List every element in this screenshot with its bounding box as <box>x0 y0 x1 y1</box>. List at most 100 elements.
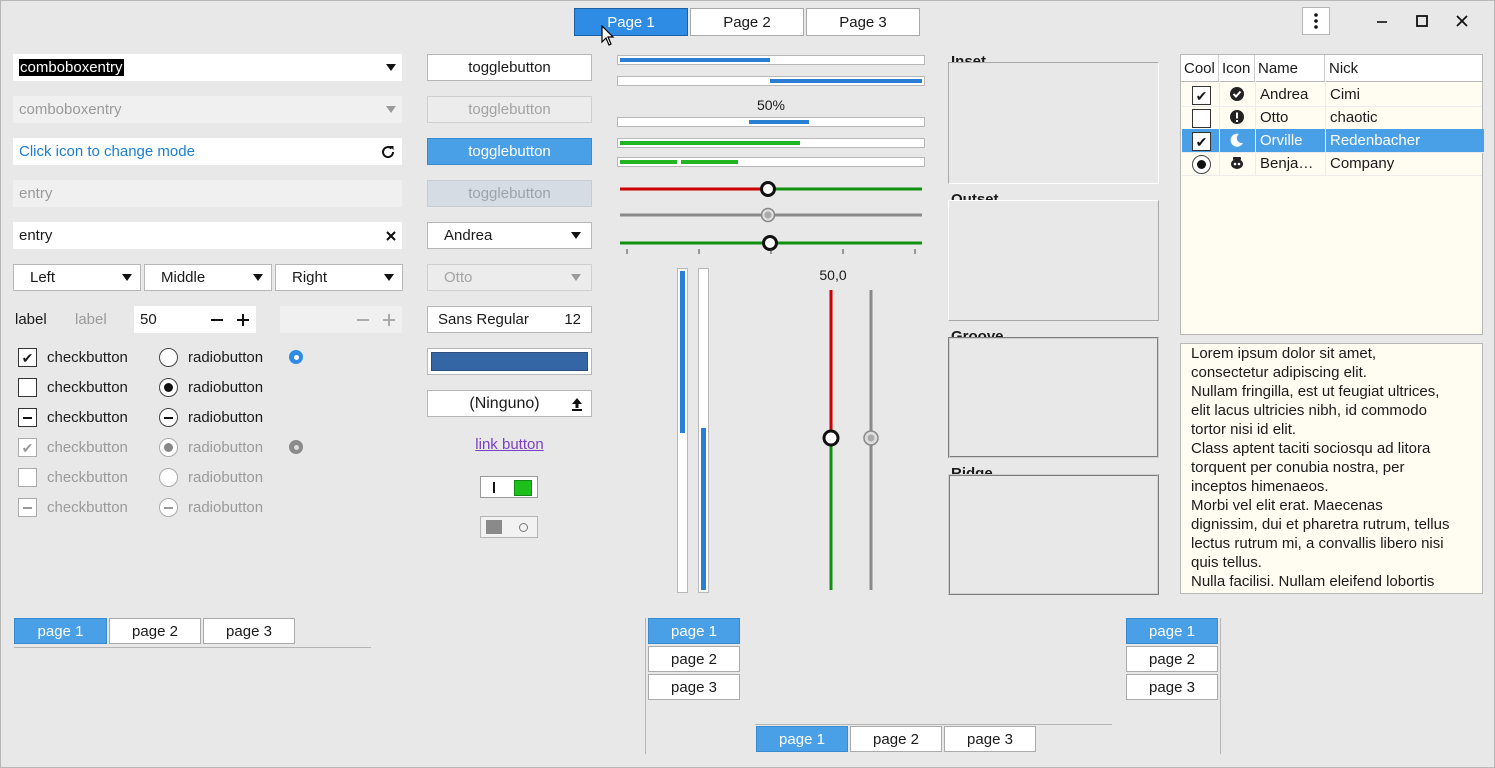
scale-handle-3[interactable] <box>762 235 778 251</box>
color-button[interactable] <box>427 348 592 375</box>
combo-right[interactable]: Right <box>275 264 403 291</box>
radiobutton-unselected[interactable]: radiobutton <box>159 348 263 367</box>
tab-label: Page 1 <box>607 13 655 31</box>
notebook3-tab-page-3[interactable]: page 3 <box>944 726 1036 752</box>
text-line: tortor nisi id elit. <box>1191 421 1297 438</box>
switch-on[interactable] <box>480 476 538 498</box>
column-header-nick[interactable]: Nick <box>1325 55 1482 81</box>
notebook3-tab-page-1[interactable]: page 1 <box>756 726 848 752</box>
text-line: Nullam fringilla, est ut feugiat ultrice… <box>1191 383 1440 400</box>
minimize-icon <box>1377 21 1387 23</box>
tree-row-selected[interactable]: ✔ Orville Redenbacher <box>1182 129 1484 153</box>
text-line: consectetur adipiscing elit. <box>1191 364 1367 381</box>
progress-fill <box>749 120 809 124</box>
togglebutton-label: togglebutton <box>468 59 551 76</box>
text-line: dignissim, dui et pharetra rutrum, tellu… <box>1191 516 1450 533</box>
tab-label: page 1 <box>1149 622 1195 640</box>
entry-with-clear[interactable]: entry <box>13 222 402 249</box>
column-header-name[interactable]: Name <box>1255 55 1325 81</box>
notebook2-tab-page-3[interactable]: page 3 <box>648 674 740 700</box>
notebook1-tab-page-2[interactable]: page 2 <box>109 618 201 644</box>
spin-button[interactable]: 50 <box>134 306 256 333</box>
combo-otto-disabled: Otto <box>427 264 592 291</box>
column-header-icon[interactable]: Icon <box>1219 55 1255 81</box>
exclamation-circle-icon <box>1229 109 1245 125</box>
close-button[interactable] <box>1450 9 1474 33</box>
notebook2-tab-page-1[interactable]: page 1 <box>648 618 740 644</box>
vertical-progress-1 <box>677 268 688 593</box>
switch-off-disabled <box>480 516 538 538</box>
cool-cell[interactable] <box>1192 155 1211 174</box>
tab-label: page 2 <box>873 730 919 748</box>
togglebutton-disabled: togglebutton <box>427 96 592 123</box>
mouse-cursor-icon <box>601 25 615 46</box>
combobox-entry-disabled: comboboxentry <box>13 96 402 123</box>
tab-label: page 3 <box>967 730 1013 748</box>
upload-icon <box>572 397 582 411</box>
radiobutton-label: radiobutton <box>188 409 264 426</box>
combobox-entry[interactable]: comboboxentry <box>13 54 402 81</box>
tab-page-2[interactable]: Page 2 <box>690 8 804 36</box>
combo-middle[interactable]: Middle <box>144 264 272 291</box>
name-cell: Andrea <box>1260 86 1309 103</box>
plus-icon[interactable] <box>236 313 250 327</box>
clear-icon[interactable] <box>386 230 396 241</box>
tree-row[interactable]: Benja… Company <box>1182 152 1482 176</box>
file-chooser-button[interactable]: (Ninguno) <box>427 390 592 417</box>
cool-cell[interactable]: ✔ <box>1192 132 1211 151</box>
column-header-cool[interactable]: Cool <box>1181 55 1219 81</box>
combo-andrea[interactable]: Andrea <box>427 222 592 249</box>
togglebutton-label: togglebutton <box>468 185 551 202</box>
cool-cell[interactable] <box>1192 109 1211 128</box>
file-label: (Ninguno) <box>469 394 540 412</box>
refresh-icon[interactable] <box>380 144 396 160</box>
togglebutton[interactable]: togglebutton <box>427 54 592 81</box>
radiobutton-selected[interactable]: radiobutton <box>159 378 263 397</box>
combo-label: Left <box>30 269 56 286</box>
notebook4-tab-page-3[interactable]: page 3 <box>1126 674 1218 700</box>
scale-handle-1[interactable] <box>760 181 776 197</box>
notebook4-tab-page-1[interactable]: page 1 <box>1126 618 1218 644</box>
notebook1-tab-page-3[interactable]: page 3 <box>203 618 295 644</box>
dropdown-arrow-icon <box>253 274 263 281</box>
icon-entry[interactable]: Click icon to change mode <box>13 138 402 165</box>
minimize-button[interactable] <box>1370 9 1394 33</box>
tree-row[interactable]: ✔ Andrea Cimi <box>1182 83 1482 107</box>
togglebutton-active[interactable]: togglebutton <box>427 138 592 165</box>
progress-fill <box>620 58 770 62</box>
column-header-label: Nick <box>1329 59 1359 77</box>
face-icon <box>1229 155 1245 171</box>
cool-cell[interactable]: ✔ <box>1192 86 1211 105</box>
minus-icon[interactable] <box>210 313 224 327</box>
entry-text: entry <box>19 227 53 244</box>
maximize-button[interactable] <box>1410 9 1434 33</box>
checkbutton-label: checkbutton <box>47 349 128 366</box>
switch-on-mark-icon <box>493 482 495 493</box>
tree-row[interactable]: Otto chaotic <box>1182 106 1482 130</box>
combo-left[interactable]: Left <box>13 264 141 291</box>
radiobutton-label: radiobutton <box>188 439 264 456</box>
menu-kebab-button[interactable] <box>1302 7 1330 35</box>
checkbutton-unchecked[interactable]: checkbutton <box>18 378 128 397</box>
notebook1-tab-page-1[interactable]: page 1 <box>14 618 107 644</box>
vscale-handle-1[interactable] <box>822 429 840 447</box>
radio-blue-icon[interactable] <box>289 350 303 364</box>
notebook3-tab-page-2[interactable]: page 2 <box>850 726 942 752</box>
tab-page-3[interactable]: Page 3 <box>806 8 920 36</box>
tree-view[interactable]: Cool Icon Name Nick ✔ Andrea Cimi Otto c… <box>1180 54 1484 335</box>
dropdown-arrow-icon <box>571 274 581 281</box>
notebook3-border <box>755 724 1112 725</box>
notebook2-tab-page-2[interactable]: page 2 <box>648 646 740 672</box>
radiobutton-inconsistent[interactable]: radiobutton <box>159 408 263 427</box>
notebook4-tab-page-2[interactable]: page 2 <box>1126 646 1218 672</box>
checkbutton-inconsistent[interactable]: checkbutton <box>18 408 128 427</box>
text-view[interactable]: Lorem ipsum dolor sit amet, consectetur … <box>1180 343 1483 594</box>
scale-handle-2-inner <box>764 211 772 219</box>
checkbutton-checked[interactable]: ✔checkbutton <box>18 348 128 367</box>
tab-label: Page 2 <box>723 13 771 31</box>
radio-mixed-icon <box>159 498 178 517</box>
tab-page-1[interactable]: Page 1 <box>574 8 688 36</box>
checkbutton-label: checkbutton <box>47 469 128 486</box>
link-button[interactable]: link button <box>475 436 544 453</box>
